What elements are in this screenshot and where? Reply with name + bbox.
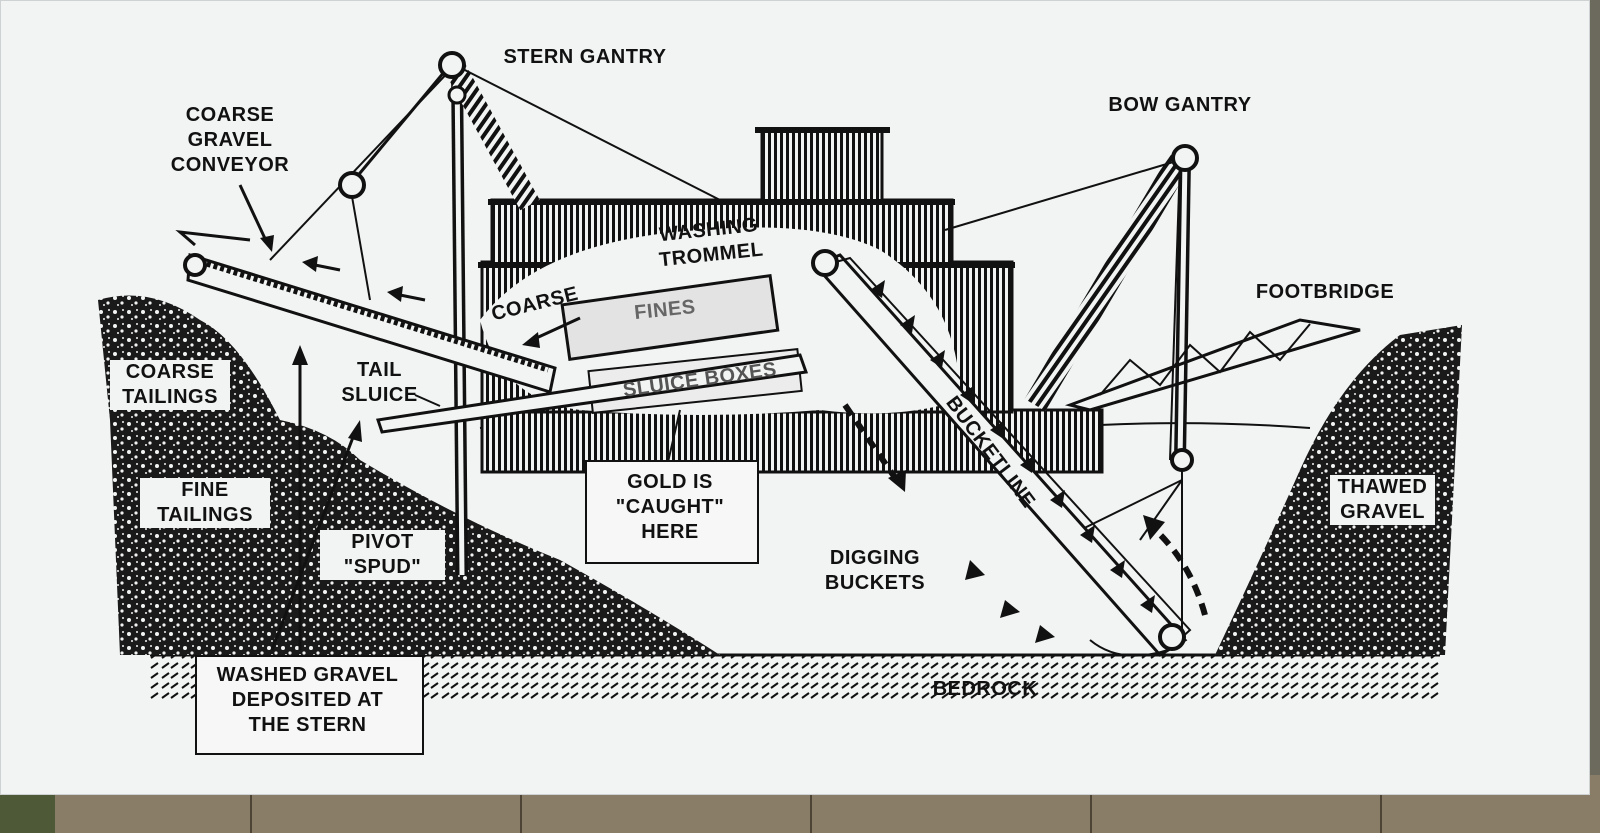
- conveyor-belt: [199, 259, 549, 373]
- label-gold-caught: GOLD IS "CAUGHT" HERE: [615, 471, 725, 543]
- conveyor-flow-arrowhead-2: [387, 286, 403, 302]
- conveyor-pointer-arrowhead: [260, 235, 274, 252]
- upward-flow-arrow: [1148, 522, 1208, 616]
- washing-trommel-drum: [560, 273, 780, 362]
- gold-caught-box: [585, 460, 759, 564]
- label-coarse-gravel-conveyor: COARSE GRAVEL CONVEYOR: [170, 104, 290, 176]
- spud-arrow: [270, 431, 357, 651]
- conveyor-pointer-arrow: [238, 184, 270, 246]
- deck-plank: [1090, 775, 1092, 833]
- upper-tumbler: [811, 249, 839, 277]
- washed-gravel-arrowhead: [292, 345, 308, 365]
- bow-hoist-cable: [1169, 159, 1181, 461]
- bow-gantry-brace: [1024, 153, 1191, 412]
- conveyor-boom-cable-2: [348, 64, 452, 186]
- digging-bucket-teeth: [870, 280, 1155, 643]
- deck-plank: [810, 775, 812, 833]
- bow-gantry-sheave: [1171, 144, 1199, 172]
- conveyor-flow-arrowhead: [302, 256, 318, 272]
- deck-plank: [250, 775, 252, 833]
- label-bedrock: BEDROCK: [932, 678, 1038, 700]
- stern-sheave-lower: [447, 85, 467, 105]
- stern-gantry-sheave: [438, 51, 466, 79]
- conveyor-head-pulley: [183, 253, 207, 277]
- label-washed-gravel: WASHED GRAVEL DEPOSITED AT THE STERN: [216, 664, 399, 736]
- bow-gantry-mast-inner: [1177, 159, 1188, 461]
- downward-flow-arrowhead: [888, 470, 906, 492]
- conveyor-sheave: [338, 171, 366, 199]
- label-bow-gantry: BOW GANTRY: [1108, 94, 1252, 116]
- conveyor-hanger: [349, 184, 371, 301]
- tail-sluice-pointer: [414, 394, 441, 407]
- upward-flow-arrowhead: [1143, 515, 1165, 540]
- label-tail-sluice: TAIL SLUICE: [341, 359, 418, 406]
- ladder-bridle-2: [1139, 479, 1183, 541]
- spud-arrowhead: [348, 420, 362, 442]
- footbridge-truss: [1099, 323, 1311, 396]
- label-stern-gantry: STERN GANTRY: [503, 46, 667, 68]
- footbridge: [1064, 318, 1361, 412]
- bow-gantry-stay: [944, 159, 1181, 231]
- downward-flow-arrow: [842, 403, 903, 487]
- label-footbridge: FOOTBRIDGE: [1255, 281, 1395, 303]
- gold-caught-pointer: [667, 409, 681, 463]
- tail-sluice: [376, 353, 809, 434]
- pilot-house: [760, 128, 884, 204]
- deck-plank: [1380, 775, 1382, 833]
- coarse-flow-arrowhead: [522, 332, 540, 348]
- label-pivot-spud: PIVOT "SPUD": [320, 530, 445, 580]
- stern-gantry-stay: [454, 64, 721, 201]
- label-thawed-gravel: THAWED GRAVEL: [1330, 475, 1435, 525]
- stern-gantry-brace: [445, 62, 540, 211]
- ladder-sheave: [1170, 448, 1194, 472]
- label-coarse-tailings: COARSE TAILINGS: [110, 360, 230, 410]
- stern-gantry-mast-inner: [454, 69, 465, 576]
- deck-plank: [520, 775, 522, 833]
- lower-tumbler: [1158, 623, 1186, 651]
- label-digging-buckets: DIGGING BUCKETS: [824, 547, 926, 594]
- washed-gravel-box: [195, 655, 424, 755]
- conveyor-hood: [175, 229, 251, 247]
- label-fine-tailings: FINE TAILINGS: [140, 478, 270, 528]
- coarse-flow-arrow: [531, 316, 581, 342]
